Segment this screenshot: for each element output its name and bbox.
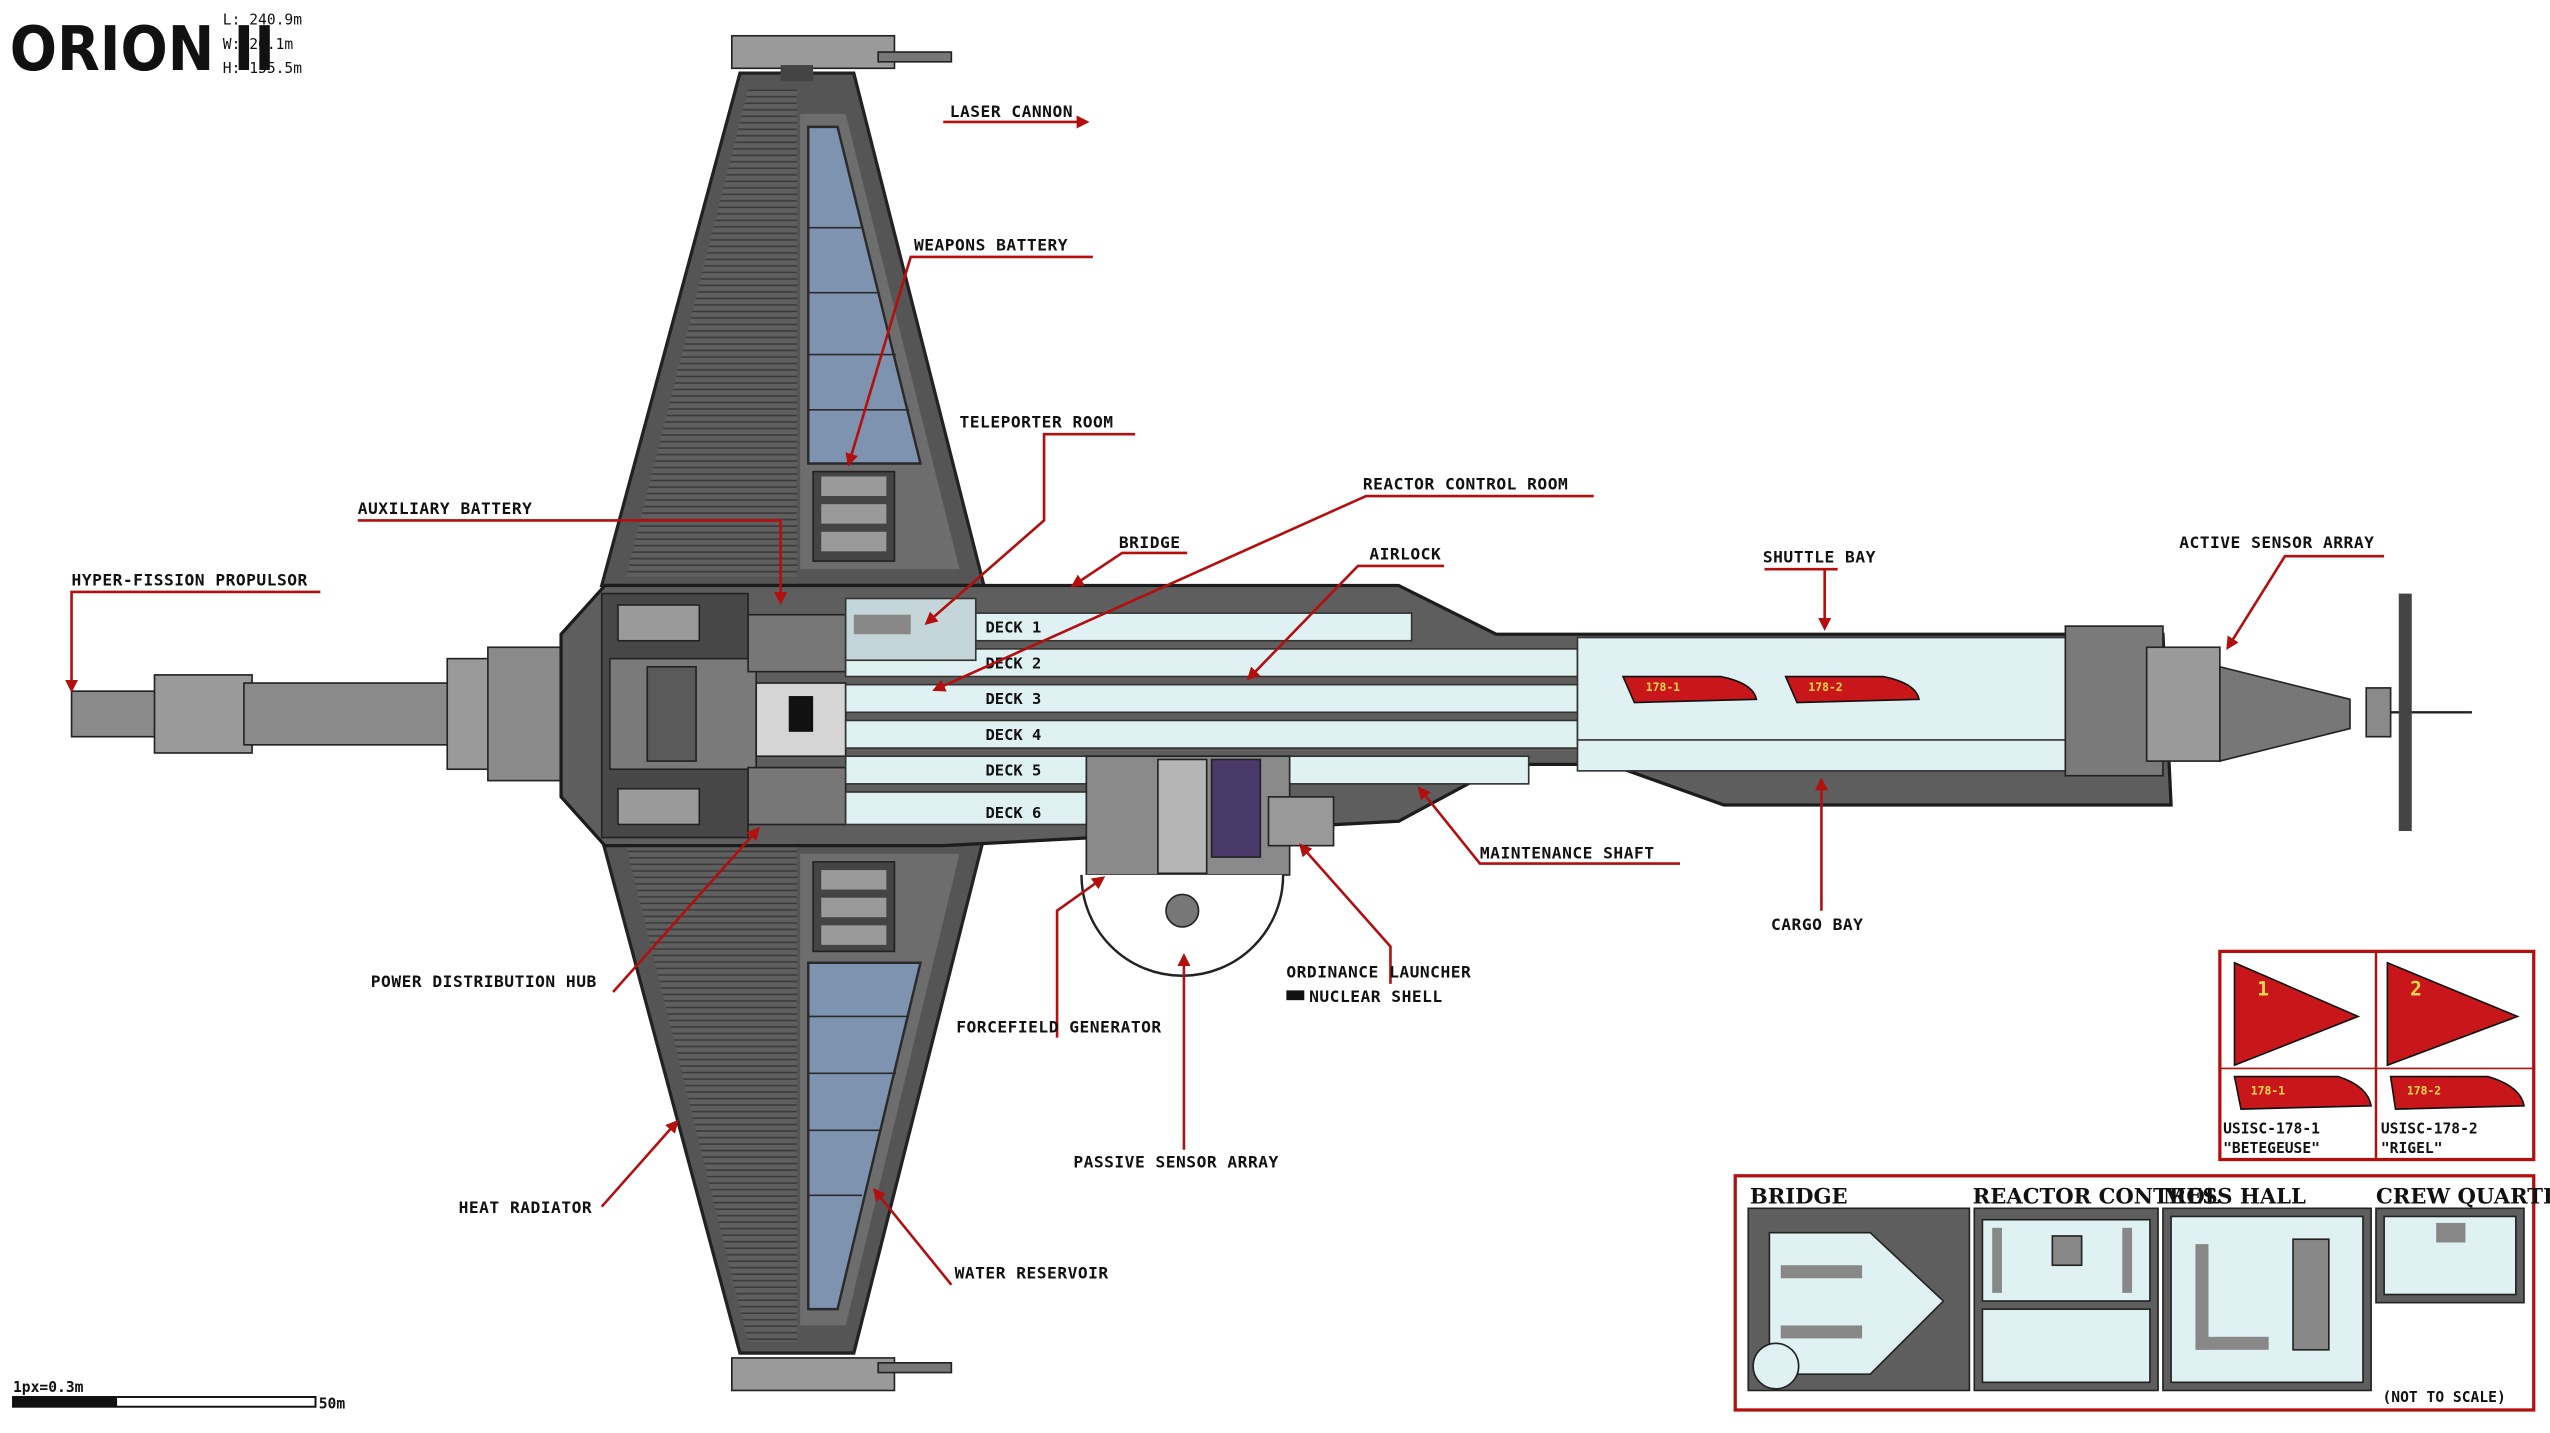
label-shuttle-bay: SHUTTLE BAY <box>1763 548 1876 567</box>
deck-2-label: DECK 2 <box>986 654 1042 672</box>
label-hyper-fission-propulsor: HYPER-FISSION PROPULSOR <box>72 570 308 589</box>
passive-sensor-dome <box>1080 874 1285 977</box>
ship-title: ORION II <box>10 13 275 85</box>
callout-lines <box>65 115 2385 1286</box>
label-maintenance-shaft: MAINTENANCE SHAFT <box>1480 844 1655 863</box>
label-auxiliary-battery: AUXILIARY BATTERY <box>358 499 533 518</box>
upper-water-tank <box>807 125 923 465</box>
laser-cannon-lower <box>877 1362 953 1374</box>
deck-1-label: DECK 1 <box>986 619 1042 637</box>
shuttle-2-side-marking: 178-2 <box>2407 1083 2441 1097</box>
deck-3-corridor <box>844 683 1579 714</box>
label-airlock: AIRLOCK <box>1369 544 1441 563</box>
shuttle-bay-area <box>1576 636 2067 772</box>
lower-wing <box>599 835 986 1392</box>
label-nuclear-shell: NUCLEAR SHELL <box>1309 987 1443 1006</box>
rooms-inset-note: (NOT TO SCALE) <box>2382 1389 2505 1406</box>
shuttle-1-top-marking: 1 <box>2257 977 2269 1000</box>
upper-wing <box>599 34 986 588</box>
scale-bar: 1px=0.3m 50m <box>12 1379 346 1412</box>
bay-shuttle-2-marking: 178-2 <box>1808 680 1842 694</box>
label-reactor-control-room: REACTOR CONTROL ROOM <box>1363 475 1568 494</box>
deck-1-corridor <box>974 612 1413 642</box>
deck-6-corridor <box>844 791 1091 826</box>
room-heading-bridge: BRIDGE <box>1750 1183 1848 1208</box>
shuttle-1-side-view <box>2233 1075 2373 1110</box>
stat-height: H: 155.5m <box>223 60 302 77</box>
laser-cannon-upper <box>877 51 953 63</box>
bay-shuttle-1: 178-1 <box>1621 675 1758 704</box>
title-block: ORION II L: 240.9m W: 26.1m H: 155.5m <box>10 11 302 85</box>
shuttle-2-top-marking: 2 <box>2410 977 2422 1000</box>
deck-4-label: DECK 4 <box>986 726 1042 744</box>
label-laser-cannon: LASER CANNON <box>950 102 1073 121</box>
stat-width: W: 26.1m <box>223 36 294 53</box>
label-passive-sensor-array: PASSIVE SENSOR ARRAY <box>1073 1153 1278 1172</box>
nuclear-shell-icon <box>1286 990 1305 1001</box>
shuttle-1-name: "BETEGEUSE" <box>2223 1140 2320 1157</box>
label-water-reservoir: WATER RESERVOIR <box>955 1263 1109 1282</box>
bay-shuttle-1-marking: 178-1 <box>1646 680 1680 694</box>
stat-length: L: 240.9m <box>223 11 302 28</box>
main-hull <box>559 583 2472 876</box>
label-power-distribution-hub: POWER DISTRIBUTION HUB <box>371 972 597 991</box>
shuttle-2-designation: USISC-178-2 <box>2381 1121 2478 1138</box>
shuttle-2-side-view <box>2389 1075 2525 1110</box>
shuttle-2-name: "RIGEL" <box>2381 1140 2443 1157</box>
room-crew-quarters-plan <box>2375 1207 2525 1304</box>
rooms-inset: BRIDGE REACTOR CONTROL MESS HALL CREW QU… <box>1733 1174 2550 1412</box>
room-bridge-plan <box>1747 1207 1971 1392</box>
bay-shuttle-2: 178-2 <box>1784 675 1920 704</box>
shuttle-inset: 1 2 178-1 178-2 USISC-178-1 "BETEGEUSE" … <box>2218 949 2536 1162</box>
scale-length-label: 50m <box>319 1395 346 1412</box>
deck-3-label: DECK 3 <box>986 690 1042 708</box>
label-cargo-bay: CARGO BAY <box>1771 915 1863 934</box>
label-teleporter-room: TELEPORTER ROOM <box>960 413 1114 432</box>
shuttle-1-designation: USISC-178-1 <box>2223 1121 2320 1138</box>
deck-5-label: DECK 5 <box>986 762 1042 780</box>
label-weapons-battery: WEAPONS BATTERY <box>914 235 1068 254</box>
label-bridge: BRIDGE <box>1119 533 1181 552</box>
room-reactor-control-plan <box>1973 1207 2159 1392</box>
room-mess-hall-plan <box>2162 1207 2372 1392</box>
label-heat-radiator: HEAT RADIATOR <box>459 1198 593 1217</box>
room-heading-mess-hall: MESS HALL <box>2163 1183 2306 1208</box>
label-ordinance-launcher: ORDINANCE LAUNCHER <box>1286 962 1471 981</box>
label-forcefield-generator: FORCEFIELD GENERATOR <box>956 1018 1161 1037</box>
propulsor <box>70 646 571 782</box>
scale-unit-label: 1px=0.3m <box>13 1379 84 1396</box>
callout-labels: LASER CANNON WEAPONS BATTERY TELEPORTER … <box>72 102 2374 1282</box>
lower-water-tank <box>807 961 923 1311</box>
shuttle-2-top-view <box>2386 961 2520 1067</box>
shuttle-1-top-view <box>2233 961 2361 1067</box>
room-heading-reactor-control: REACTOR CONTROL <box>1973 1183 2220 1208</box>
deck-4-corridor <box>844 719 1579 749</box>
sensor-dish <box>2398 593 2412 832</box>
label-active-sensor-array: ACTIVE SENSOR ARRAY <box>2179 533 2374 552</box>
room-heading-crew-quarters: CREW QUARTERS <box>2376 1183 2550 1208</box>
deck-labels: DECK 1 DECK 2 DECK 3 DECK 4 DECK 5 DECK … <box>986 619 1042 822</box>
shuttle-1-side-marking: 178-1 <box>2251 1083 2285 1097</box>
deck-6-label: DECK 6 <box>986 804 1042 822</box>
